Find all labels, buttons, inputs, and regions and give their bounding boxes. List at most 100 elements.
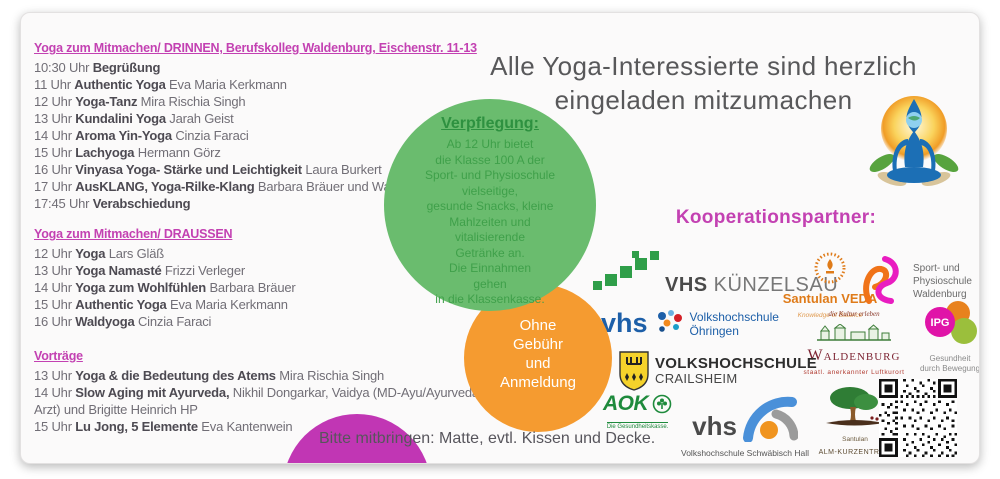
headline-line1: Alle Yoga-Interessierte sind herzlich xyxy=(490,51,917,81)
alm-name1: Santulan xyxy=(842,436,868,443)
veda-tagline: Knowledge of Balance xyxy=(797,312,863,319)
item-names: Mira Rischia Singh xyxy=(140,94,246,109)
logo-vhs-hall: vhs Volkshochschule Schwäbisch Hall xyxy=(681,390,809,458)
logo-vhs-crailsheim: VOLKSHOCHSCHULE CRAILSHEIM xyxy=(619,351,817,391)
aok-emblem-icon xyxy=(652,394,672,414)
item-names: Eva Maria Kerkmann xyxy=(169,77,287,92)
partners-heading: Kooperationspartner: xyxy=(675,207,877,228)
ipg-line2: durch Bewegung xyxy=(919,364,980,373)
logo-santulan-alm: Santulan ALM-KURZENTRUM xyxy=(811,385,899,463)
item-time: 13 Uhr xyxy=(34,368,72,383)
item-names: Laura Burkert xyxy=(305,162,382,177)
logo-vhs-oehringen: vhs Volkshochschule Öhringen xyxy=(601,308,779,339)
item-time: 15 Uhr xyxy=(34,297,72,312)
schedule-item: 12 Uhr Yoga-Tanz Mira Rischia Singh xyxy=(34,93,492,110)
alm-name2: ALM-KURZENTRUM xyxy=(818,449,892,456)
hall-vhs: vhs xyxy=(692,411,737,441)
schedule-item: 14 Uhr Slow Aging mit Ayurveda, Nikhil D… xyxy=(34,384,492,418)
physio-line2: Physioschule xyxy=(913,275,972,287)
logo-santulan-veda: Santulan VEDA Knowledge of Balance xyxy=(781,251,879,319)
green-steps-icon xyxy=(593,251,659,290)
logo-aok: AOK Die Gesundheitskasse. xyxy=(603,392,672,430)
item-time: 15 Uhr xyxy=(34,145,72,160)
item-names: Lars Gläß xyxy=(108,246,164,261)
item-title: Authentic Yoga xyxy=(74,77,166,92)
section-vortraege: Vorträge 13 Uhr Yoga & die Bedeutung des… xyxy=(34,349,492,435)
schedule-item: 13 Uhr Yoga & die Bedeutung des Atems Mi… xyxy=(34,367,492,384)
schedule-list: 13 Uhr Yoga & die Bedeutung des Atems Mi… xyxy=(34,367,492,435)
item-names: Mira Rischia Singh xyxy=(279,368,385,383)
veda-emblem-icon xyxy=(814,252,846,284)
item-names: Cinzia Faraci xyxy=(137,314,212,329)
ipg-line1: Gesundheit xyxy=(929,354,971,363)
item-time: 15 Uhr xyxy=(34,419,72,434)
schedule-item: 12 Uhr Yoga Lars Gläß xyxy=(34,245,492,262)
catering-circle: Verpflegung: Ab 12 Uhr bietet die Klasse… xyxy=(384,99,596,311)
item-title: Yoga & die Bedeutung des Atems xyxy=(75,368,276,383)
item-names: Eva Kantenwein xyxy=(201,419,293,434)
item-title: Lachyoga xyxy=(75,145,135,160)
item-title: Aroma Yin-Yoga xyxy=(75,128,172,143)
schedule-item: 13 Uhr Kundalini Yoga Jarah Geist xyxy=(34,110,492,127)
flyer-card: Yoga zum Mitmachen/ DRINNEN, Berufskolle… xyxy=(20,12,980,464)
hall-caption: Volkshochschule Schwäbisch Hall xyxy=(681,448,810,458)
item-time: 17:45 Uhr xyxy=(34,196,90,211)
item-names: Nikhil Dongarkar, Vaidya (MD-Ayu/Ayurved… xyxy=(34,385,479,417)
item-time: 13 Uhr xyxy=(34,111,72,126)
schedule-item: 16 Uhr Waldyoga Cinzia Faraci xyxy=(34,313,492,330)
castle-skyline-icon xyxy=(817,324,891,341)
physio-line3: Waldenburg xyxy=(913,288,967,300)
section-heading: Yoga zum Mitmachen/ DRINNEN, Berufskolle… xyxy=(34,41,477,55)
ribbon-icon xyxy=(863,256,899,304)
schedule-list: 10:30 Uhr Begrüßung 11 Uhr Authentic Yog… xyxy=(34,59,492,212)
tree-icon xyxy=(826,387,884,426)
item-title: Verabschiedung xyxy=(92,196,191,211)
catering-text: Ab 12 Uhr bietet die Klasse 100 A der Sp… xyxy=(424,137,556,306)
oehringen-line2: Öhringen xyxy=(689,323,739,338)
logo-physioschule: Sport- und Physioschule Waldenburg xyxy=(861,255,972,307)
logo-ipg: IPG Gesundheit durch Bewegung xyxy=(909,300,980,374)
schedule-item: 14 Uhr Yoga zum Wohlfühlen Barbara Bräue… xyxy=(34,279,492,296)
waldenburg-name: Waldenburg xyxy=(807,347,901,364)
logo-stadt-waldenburg: die Kultur erleben Waldenburg staatl. an… xyxy=(783,310,925,376)
item-title: Authentic Yoga xyxy=(75,297,167,312)
item-time: 16 Uhr xyxy=(34,162,72,177)
schedule-item: 15 Uhr Lachyoga Hermann Görz xyxy=(34,144,492,161)
item-time: 14 Uhr xyxy=(34,385,72,400)
qr-code xyxy=(879,379,957,457)
vhs-kuenzelsau-name: KÜNZELSAU xyxy=(713,274,839,296)
item-names: Cinzia Faraci xyxy=(175,128,249,143)
item-time: 14 Uhr xyxy=(34,128,72,143)
item-title: Vinyasa Yoga- Stärke und Leichtigkeit xyxy=(75,162,302,177)
section-heading: Yoga zum Mitmachen/ DRAUSSEN xyxy=(34,227,233,241)
item-names: Barbara Bräuer xyxy=(209,280,296,295)
item-time: 12 Uhr xyxy=(34,94,72,109)
bring-note: Bitte mitbringen: Matte, evtl. Kissen un… xyxy=(319,430,656,447)
aok-name: AOK xyxy=(603,392,649,415)
oehringen-vhs: vhs xyxy=(601,308,648,338)
item-title: AusKLANG, Yoga-Rilke-Klang xyxy=(75,179,255,194)
free-entry-text: Ohne Gebühr und Anmeldung xyxy=(500,317,576,391)
item-time: 10:30 Uhr xyxy=(34,60,90,75)
schedule-item: 14 Uhr Aroma Yin-Yoga Cinzia Faraci xyxy=(34,127,492,144)
item-time: 12 Uhr xyxy=(34,246,72,261)
ipg-circles-icon: IPG xyxy=(925,301,977,344)
ipg-abbr: IPG xyxy=(931,317,950,329)
yoga-day-logo-icon xyxy=(869,96,959,186)
schedule-item: 16 Uhr Vinyasa Yoga- Stärke und Leichtig… xyxy=(34,161,492,178)
item-names: Eva Maria Kerkmann xyxy=(170,297,288,312)
headline: Alle Yoga-Interessierte sind herzlich ei… xyxy=(446,49,961,117)
item-title: Slow Aging mit Ayurveda, xyxy=(75,385,230,400)
physio-line1: Sport- und xyxy=(913,262,960,274)
item-title: Begrüßung xyxy=(92,60,161,75)
item-title: Kundalini Yoga xyxy=(75,111,166,126)
crailsheim-shield-icon xyxy=(619,351,649,391)
schedule-item: 15 Uhr Authentic Yoga Eva Maria Kerkmann xyxy=(34,296,492,313)
schedule-item: 17:45 Uhr Verabschiedung xyxy=(34,195,492,212)
schedule-item: 10:30 Uhr Begrüßung xyxy=(34,59,492,76)
aok-tagline: Die Gesundheitskasse. xyxy=(606,422,669,430)
item-title: Yoga zum Wohlfühlen xyxy=(75,280,207,295)
oehringen-line1: Volkshochschule xyxy=(689,309,779,324)
item-time: 13 Uhr xyxy=(34,263,72,278)
